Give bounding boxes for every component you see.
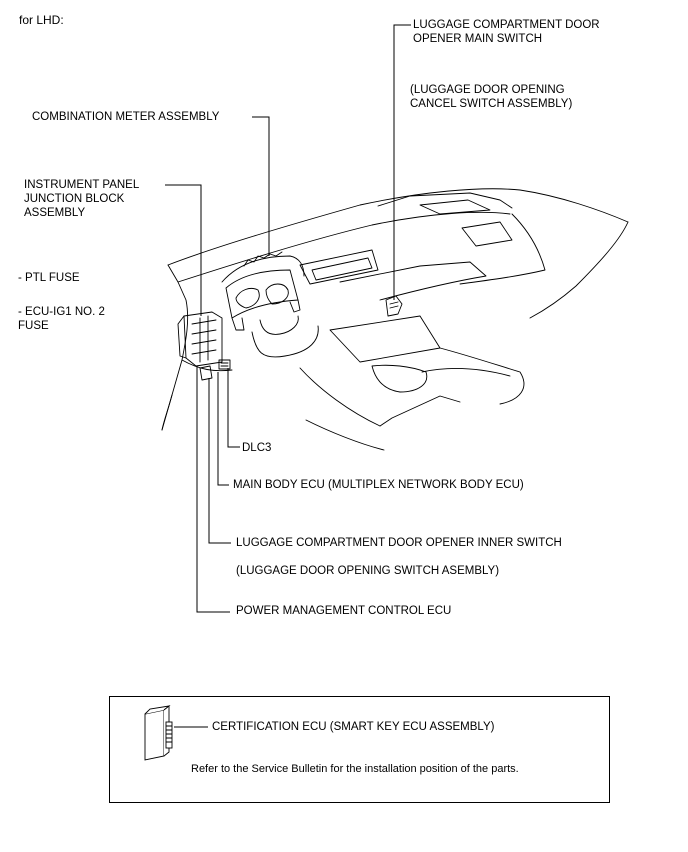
dash-top-outline: [167, 188, 629, 266]
label-luggage-main-switch: LUGGAGE COMPARTMENT DOOR OPENER MAIN SWI…: [413, 19, 600, 45]
meter-bracket: [231, 317, 245, 331]
leader-inner-switch: [208, 378, 231, 544]
console-lid: [371, 364, 428, 393]
dash-right-side: [529, 221, 629, 319]
junction-block-ribs: [191, 315, 217, 363]
meter-hood: [221, 255, 305, 283]
meter-face: [225, 269, 299, 319]
left-dash-face: [161, 281, 189, 431]
dlc3-pins: [220, 362, 229, 367]
label-instrument-panel-junction-block: INSTRUMENT PANEL JUNCTION BLOCK ASSEMBLY: [24, 179, 140, 219]
label-ecu-ig1-fuse: - ECU-IG1 NO. 2 FUSE: [18, 306, 105, 332]
center-display: [311, 257, 373, 281]
center-panel: [339, 261, 487, 301]
console-right: [439, 347, 525, 405]
variant-label: for LHD:: [19, 13, 64, 27]
steering-column: [259, 315, 299, 335]
leader-dlc3: [227, 368, 240, 448]
certification-ecu-icon: [144, 705, 173, 761]
label-power-management-ecu: POWER MANAGEMENT CONTROL ECU: [236, 605, 452, 617]
floor-edge: [305, 419, 385, 451]
small-switch: [199, 365, 213, 381]
label-dlc3: DLC3: [242, 442, 272, 454]
leader-power-management: [196, 366, 230, 613]
label-main-body-ecu: MAIN BODY ECU (MULTIPLEX NETWORK BODY EC…: [233, 479, 524, 491]
label-luggage-inner-switch: LUGGAGE COMPARTMENT DOOR OPENER INNER SW…: [236, 537, 562, 549]
leader-main-body-ecu: [217, 372, 229, 486]
meter-gauge-left: [235, 287, 260, 309]
leader-luggage-main: [393, 24, 411, 300]
meter-bracket-right: [289, 299, 301, 313]
label-luggage-cancel-switch: (LUGGAGE DOOR OPENING CANCEL SWITCH ASSE…: [410, 84, 573, 110]
dash-upper-edge: [167, 211, 511, 283]
hazard-panel: [461, 221, 513, 247]
knee-panel: [251, 325, 319, 358]
service-bulletin-note: Refer to the Service Bulletin for the in…: [191, 763, 519, 775]
meter-gauge-right: [265, 283, 289, 305]
luggage-main-switch-detail: [389, 301, 399, 309]
defrost-vent: [419, 199, 491, 215]
seat-edge: [421, 368, 511, 377]
note-box: [109, 696, 610, 803]
left-kick-line: [161, 394, 173, 431]
meter-top-bumps: [243, 251, 283, 267]
dash-windshield-edge: [377, 192, 513, 209]
console-top: [329, 315, 441, 363]
label-certification-ecu: CERTIFICATION ECU (SMART KEY ECU ASSEMBL…: [212, 721, 495, 733]
label-luggage-opening-switch: (LUGGAGE DOOR OPENING SWITCH ASEMBLY): [236, 565, 500, 577]
label-ptl-fuse: - PTL FUSE: [18, 272, 80, 284]
dlc3-connector: [218, 359, 231, 370]
leader-combination-meter: [252, 116, 270, 256]
console-front: [379, 395, 461, 427]
console-left: [299, 367, 381, 427]
dash-right-face: [459, 213, 546, 285]
label-combination-meter: COMBINATION METER ASSEMBLY: [32, 111, 220, 123]
center-display-recess: [299, 249, 379, 285]
leader-junction-block: [165, 184, 202, 316]
junction-block-side: [177, 315, 187, 359]
